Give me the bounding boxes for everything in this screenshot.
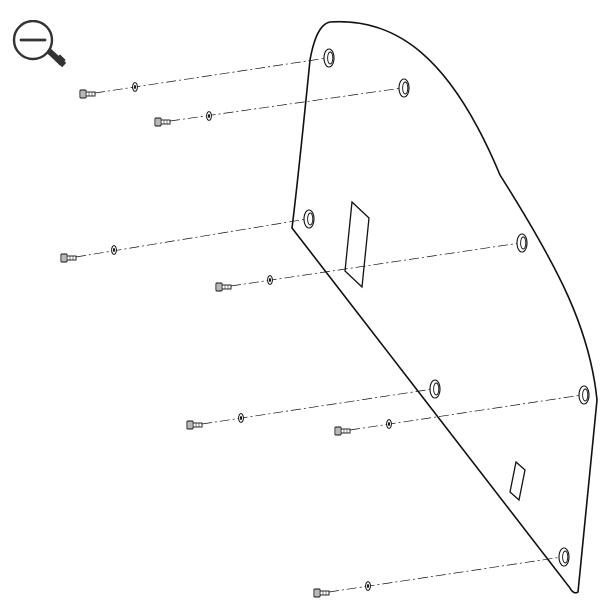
panel-slot [344,200,370,289]
washer [386,419,392,429]
screw [186,420,203,430]
panel-hole [303,209,315,229]
centerline [75,218,308,258]
screw [313,588,330,598]
panel-hole [429,379,441,399]
washer [238,413,244,423]
washer [132,82,138,92]
centerline [201,388,434,425]
magnifier-minus-icon [12,20,67,68]
centerline [230,242,521,287]
panel-hole [578,385,590,405]
screw [154,117,171,127]
washer [111,245,117,255]
screw [60,253,77,263]
zoom-out-button[interactable] [8,20,74,72]
panel-hole [516,233,528,253]
panel-hole [398,78,410,98]
washer [206,111,212,121]
panel-hole [323,48,335,68]
panel-outline [291,20,598,594]
washer [267,275,273,285]
screw [334,426,351,436]
panel-slot [509,460,526,502]
centerline [94,57,328,94]
washer [365,581,371,591]
centerline [328,556,563,593]
panel-hole [558,547,570,567]
screw [79,89,96,99]
screw [215,282,232,292]
